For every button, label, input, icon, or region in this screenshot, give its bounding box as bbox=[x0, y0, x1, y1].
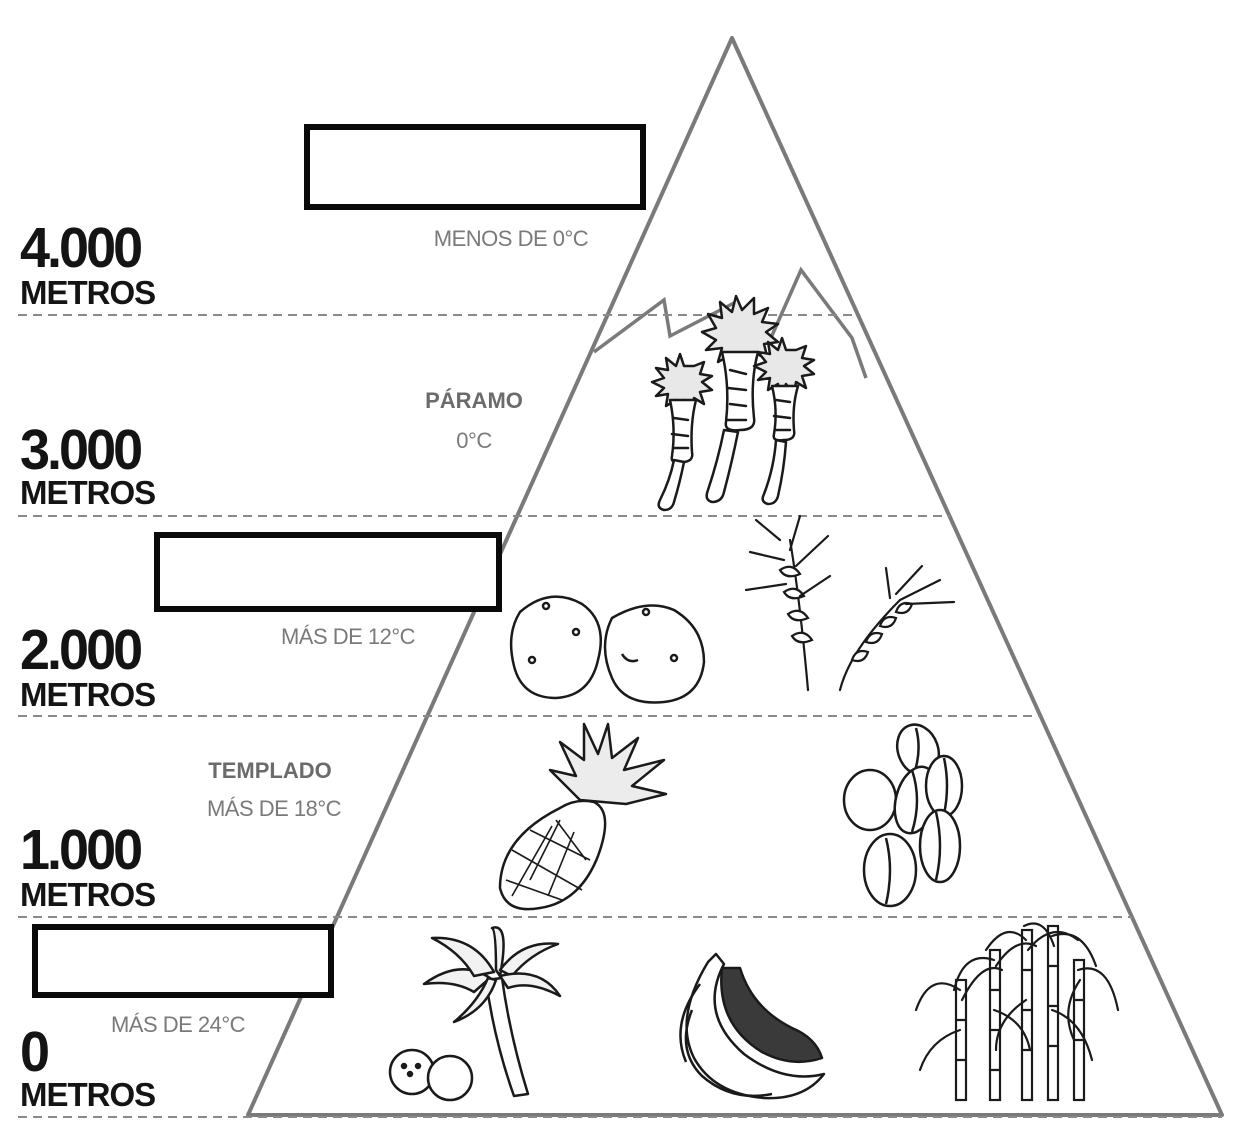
altitude-value-1000: 1.000 bbox=[20, 827, 140, 873]
altitude-value-2000: 2.000 bbox=[20, 627, 140, 673]
altitude-unit-1000: METROS bbox=[20, 880, 155, 910]
zone-name-paramo: PÁRAMO bbox=[394, 388, 554, 414]
altitude-unit-2000: METROS bbox=[20, 680, 155, 710]
zone-temp-frio: MÁS DE 12°C bbox=[248, 624, 448, 650]
zone-name-templado: TEMPLADO bbox=[180, 758, 360, 784]
altitude-value-0: 0 bbox=[20, 1029, 47, 1075]
answer-box-glacial[interactable] bbox=[304, 124, 646, 210]
altitude-unit-0: METROS bbox=[20, 1080, 155, 1110]
altitude-value-3000: 3.000 bbox=[20, 427, 140, 473]
zone-temp-glacial: MENOS DE 0°C bbox=[396, 226, 626, 252]
altitude-value-4000: 4.000 bbox=[20, 225, 140, 271]
altitude-unit-3000: METROS bbox=[20, 478, 155, 508]
answer-box-calido[interactable] bbox=[32, 924, 334, 998]
zone-temp-templado: MÁS DE 18°C bbox=[176, 796, 372, 822]
answer-box-frio[interactable] bbox=[154, 532, 502, 612]
zone-temp-paramo: 0°C bbox=[394, 428, 554, 454]
zone-temp-calido: MÁS DE 24°C bbox=[78, 1012, 278, 1038]
altitude-unit-4000: METROS bbox=[20, 278, 155, 308]
